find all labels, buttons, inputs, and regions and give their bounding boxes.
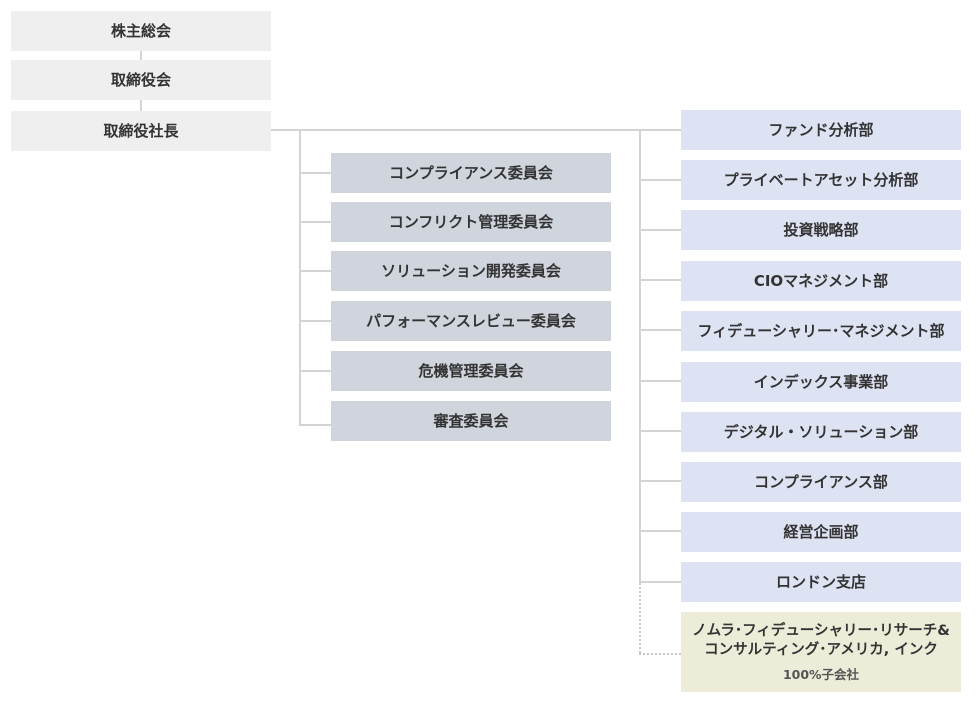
connector-department-branch [639, 229, 681, 231]
connector-committee-branch [299, 370, 331, 372]
node-department: フィデューシャリー･マネジメント部 [681, 311, 961, 351]
connector-subsidiary-dotted [639, 583, 641, 653]
node-committee: ソリューション開発委員会 [331, 251, 611, 291]
connector-department-branch [639, 179, 681, 181]
node-department: コンプライアンス部 [681, 462, 961, 502]
node-department: デジタル・ソリューション部 [681, 412, 961, 452]
subsidiary-name-line2: コンサルティング･アメリカ, インク [704, 642, 938, 659]
connector-committee-branch [299, 221, 331, 223]
connector-department-branch [639, 279, 681, 281]
connector-committee-branch [299, 270, 331, 272]
connector-department-branch [639, 329, 681, 331]
node-president: 取締役社長 [11, 111, 271, 151]
connector-committee-branch [299, 424, 331, 426]
connector-department-branch [639, 581, 681, 583]
node-subsidiary: ノムラ･フィデューシャリー･リサーチ& コンサルティング･アメリカ, インク 1… [681, 612, 961, 692]
node-committee: 危機管理委員会 [331, 351, 611, 391]
connector-department-branch [639, 530, 681, 532]
node-department: CIOマネジメント部 [681, 261, 961, 301]
node-committee: パフォーマンスレビュー委員会 [331, 301, 611, 341]
subsidiary-name-line1: ノムラ･フィデューシャリー･リサーチ& [692, 622, 950, 639]
node-committee: 審査委員会 [331, 401, 611, 441]
node-board-of-directors: 取締役会 [11, 60, 271, 100]
connector-department-trunk [639, 129, 641, 583]
node-shareholders-meeting: 株主総会 [11, 11, 271, 51]
connector-committee-trunk [299, 129, 301, 426]
node-department: 経営企画部 [681, 512, 961, 552]
node-department: ファンド分析部 [681, 110, 961, 150]
subsidiary-ownership-note: 100%子会社 [782, 666, 860, 682]
node-department: 投資戦略部 [681, 210, 961, 250]
connector-shareholders-board [140, 51, 142, 60]
connector-committee-branch [299, 320, 331, 322]
connector-trunk [271, 129, 681, 131]
node-committee: コンプライアンス委員会 [331, 153, 611, 193]
connector-department-branch [639, 480, 681, 482]
node-committee: コンフリクト管理委員会 [331, 202, 611, 242]
connector-department-branch [639, 430, 681, 432]
connector-department-branch [639, 380, 681, 382]
node-department: ロンドン支店 [681, 562, 961, 602]
connector-committee-branch [299, 172, 331, 174]
connector-board-president [140, 100, 142, 111]
node-department: プライベートアセット分析部 [681, 160, 961, 200]
node-department: インデックス事業部 [681, 362, 961, 402]
connector-subsidiary-dotted [639, 653, 681, 655]
